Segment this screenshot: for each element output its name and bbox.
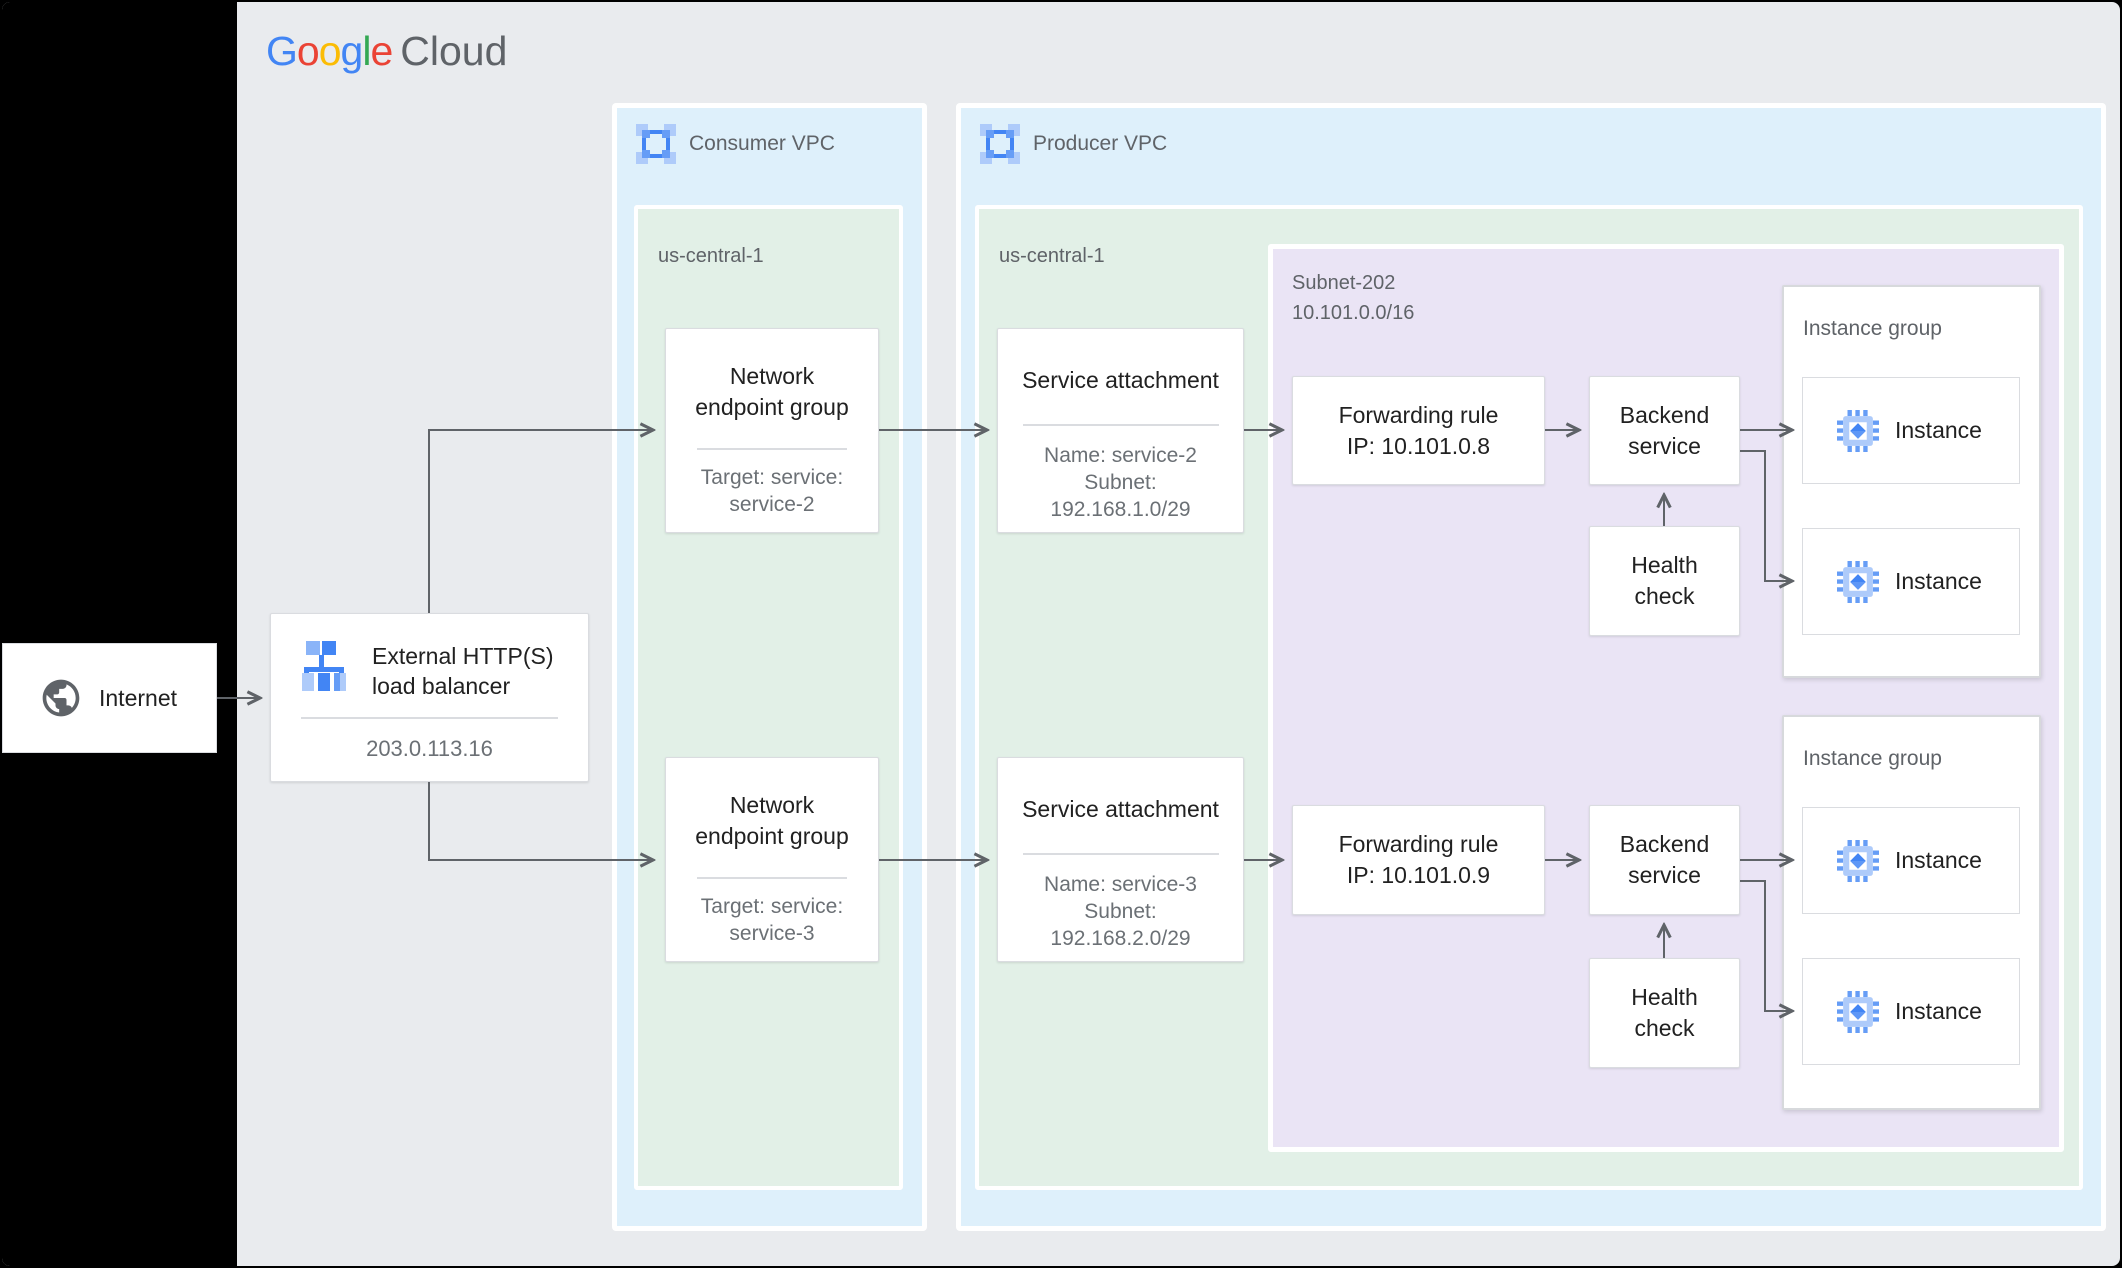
consumer-vpc-label: Consumer VPC xyxy=(689,132,835,155)
divider xyxy=(697,448,847,450)
neg-target-line2: service-3 xyxy=(729,922,815,945)
sa-subnet-cidr: 192.168.2.0/29 xyxy=(1050,927,1191,950)
compute-instance-icon xyxy=(1837,839,1879,882)
producer-vpc-label: Producer VPC xyxy=(1033,132,1168,155)
logo-letter: o xyxy=(318,28,342,74)
service-attachment-2: Service attachment Name: service-3 Subne… xyxy=(997,757,1244,962)
service-attachment-title: Service attachment xyxy=(1022,367,1219,393)
subnet-cidr: 10.101.0.0/16 xyxy=(1292,302,1415,324)
instance-label: Instance xyxy=(1895,417,1982,443)
neg-target-line2: service-2 xyxy=(729,493,815,516)
instance-label: Instance xyxy=(1895,568,1982,594)
health-line2: check xyxy=(1634,1015,1695,1041)
compute-instance-icon xyxy=(1837,560,1879,603)
backend-line1: Backend xyxy=(1619,401,1710,428)
backend-line2: service xyxy=(1628,862,1701,888)
forwarding-rule-line2: IP: 10.101.0.9 xyxy=(1346,862,1491,888)
neg-target-line1: Target: service: xyxy=(700,466,844,489)
sa-subnet-word: Subnet: xyxy=(1084,900,1157,923)
health-line1: Health xyxy=(1631,552,1698,578)
vpc-network-icon xyxy=(636,124,676,164)
load-balancer-node: External HTTP(S) load balancer 203.0.113… xyxy=(270,613,589,782)
health-check-1: Health check xyxy=(1589,526,1740,636)
instance-2a: Instance xyxy=(1802,807,2020,914)
producer-vpc-header: Producer VPC xyxy=(980,124,1167,164)
sa-subnet-cidr: 192.168.1.0/29 xyxy=(1050,498,1191,521)
internet-node: Internet xyxy=(2,643,217,753)
subnet-label: Subnet-202 10.101.0.0/16 xyxy=(1292,268,1414,328)
load-balancer-icon xyxy=(302,641,350,693)
globe-icon xyxy=(39,676,83,720)
left-black-panel xyxy=(2,2,237,1266)
load-balancer-ip: 203.0.113.16 xyxy=(366,736,493,761)
instance-group-1-label: Instance group xyxy=(1803,317,1942,340)
internet-label: Internet xyxy=(99,684,177,711)
divider xyxy=(697,877,847,879)
backend-service-1: Backend service xyxy=(1589,376,1740,485)
logo-letter: o xyxy=(296,28,320,74)
network-endpoint-group-1: Network endpoint group Target: service: … xyxy=(665,328,879,533)
forwarding-rule-line1: Forwarding rule xyxy=(1338,401,1499,428)
sa-name: Name: service-3 xyxy=(1044,873,1197,896)
service-attachment-title: Service attachment xyxy=(1022,796,1219,822)
instance-2b: Instance xyxy=(1802,958,2020,1065)
network-endpoint-group-2: Network endpoint group Target: service: … xyxy=(665,757,879,962)
divider xyxy=(1022,853,1219,855)
logo-letter: g xyxy=(340,28,364,74)
health-line2: check xyxy=(1634,583,1695,609)
sa-name: Name: service-2 xyxy=(1044,444,1197,467)
consumer-region-label: us-central-1 xyxy=(658,245,764,267)
instance-1b: Instance xyxy=(1802,528,2020,635)
producer-region-label: us-central-1 xyxy=(999,245,1105,267)
compute-instance-icon xyxy=(1837,409,1879,452)
vpc-network-icon xyxy=(980,124,1020,164)
forwarding-rule-2: Forwarding rule IP: 10.101.0.9 xyxy=(1292,805,1545,915)
backend-service-2: Backend service xyxy=(1589,805,1740,915)
load-balancer-title-line1: External HTTP(S) xyxy=(372,643,554,669)
consumer-vpc-header: Consumer VPC xyxy=(636,124,835,164)
instance-1a: Instance xyxy=(1802,377,2020,484)
neg-title: Network endpoint group xyxy=(695,792,849,849)
logo-letter: G xyxy=(266,28,298,74)
divider xyxy=(301,717,558,719)
neg-title: Network endpoint group xyxy=(695,363,849,420)
sa-subnet-word: Subnet: xyxy=(1084,471,1157,494)
logo-cloud-text: Cloud xyxy=(400,28,508,74)
instance-group-2-label: Instance group xyxy=(1803,747,1942,770)
logo-letter: e xyxy=(370,28,393,74)
backend-line2: service xyxy=(1628,432,1701,459)
neg-target-line1: Target: service: xyxy=(700,895,844,918)
forwarding-rule-line1: Forwarding rule xyxy=(1338,831,1499,857)
subnet-name: Subnet-202 xyxy=(1292,272,1396,294)
divider xyxy=(1022,424,1219,426)
health-check-2: Health check xyxy=(1589,958,1740,1068)
logo-letter: l xyxy=(362,28,371,74)
instance-label: Instance xyxy=(1895,847,1982,873)
forwarding-rule-line2: IP: 10.101.0.8 xyxy=(1346,432,1491,459)
compute-instance-icon xyxy=(1837,990,1879,1033)
instance-label: Instance xyxy=(1895,998,1982,1024)
forwarding-rule-1: Forwarding rule IP: 10.101.0.8 xyxy=(1292,376,1545,485)
health-line1: Health xyxy=(1631,984,1698,1010)
backend-line1: Backend xyxy=(1619,831,1710,857)
load-balancer-title-line2: load balancer xyxy=(372,673,511,699)
service-attachment-1: Service attachment Name: service-2 Subne… xyxy=(997,328,1244,533)
